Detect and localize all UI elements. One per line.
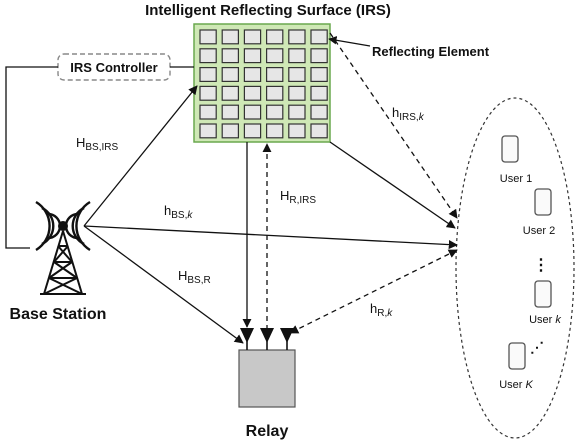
reflecting-element xyxy=(266,48,284,64)
user-K: User K xyxy=(499,342,533,391)
phone-icon xyxy=(534,188,552,216)
phone-icon xyxy=(508,342,526,370)
reflecting-element xyxy=(266,66,284,82)
link-bs-users xyxy=(83,225,458,250)
link-bs-irs xyxy=(83,85,198,227)
base-station-label: Base Station xyxy=(10,306,107,323)
reflecting-element xyxy=(243,123,262,139)
user-1: User 1 xyxy=(500,135,532,185)
reflecting-element xyxy=(199,104,217,120)
link-bs-relay xyxy=(83,225,244,344)
user-K-label: User K xyxy=(499,379,533,391)
reflecting-element xyxy=(266,104,284,120)
reflecting-element xyxy=(310,85,328,101)
reflecting-element-pointer xyxy=(328,36,371,47)
reflecting-element xyxy=(266,85,284,101)
reflecting-element xyxy=(221,104,239,120)
reflecting-element xyxy=(199,85,217,101)
relay-label: Relay xyxy=(246,423,289,440)
reflecting-element xyxy=(199,29,217,45)
reflecting-element xyxy=(310,104,328,120)
reflecting-element xyxy=(243,48,262,64)
users-ellipsis-vertical: ⋮ xyxy=(533,257,549,274)
relay-antenna-1 xyxy=(240,328,254,343)
label-h-r-irs: HR,IRS xyxy=(280,188,316,206)
user-2: User 2 xyxy=(523,188,555,237)
reflecting-element xyxy=(266,29,284,45)
reflecting-element xyxy=(288,104,306,120)
reflecting-element xyxy=(288,66,306,82)
phone-icon xyxy=(501,135,519,163)
irs-element-grid xyxy=(199,29,328,139)
relay-antenna-2 xyxy=(260,328,274,343)
reflecting-element xyxy=(243,104,262,120)
label-h-bs-k: hBS,k xyxy=(164,203,193,221)
relay-box xyxy=(238,349,296,408)
user-2-label: User 2 xyxy=(523,225,555,237)
reflecting-element xyxy=(310,123,328,139)
reflecting-element xyxy=(199,66,217,82)
reflecting-element xyxy=(199,48,217,64)
relay-node xyxy=(238,328,296,408)
reflecting-element xyxy=(221,29,239,45)
label-h-bs-r: HBS,R xyxy=(178,268,211,286)
reflecting-element xyxy=(310,29,328,45)
reflecting-element xyxy=(243,85,262,101)
reflecting-element xyxy=(266,123,284,139)
irs-controller: IRS Controller xyxy=(57,53,171,81)
reflecting-element-label: Reflecting Element xyxy=(372,44,490,59)
link-irs-users-dashed xyxy=(329,32,458,219)
irs-title: Intelligent Reflecting Surface (IRS) xyxy=(145,2,391,19)
label-h-irs-k: hIRS,k xyxy=(392,105,425,123)
link-irs-users xyxy=(329,141,456,229)
relay-antenna-3 xyxy=(280,328,294,343)
reflecting-element xyxy=(243,29,262,45)
reflecting-element xyxy=(243,66,262,82)
irs-panel xyxy=(193,23,331,143)
phone-icon xyxy=(534,280,552,308)
reflecting-element xyxy=(288,29,306,45)
reflecting-element xyxy=(221,48,239,64)
controller-bs-link xyxy=(5,66,58,249)
irs-controller-label: IRS Controller xyxy=(70,60,157,75)
reflecting-element xyxy=(288,85,306,101)
label-h-bs-irs: HBS,IRS xyxy=(76,135,119,153)
user-k: User k xyxy=(529,280,561,326)
channel-links xyxy=(83,32,458,344)
reflecting-element xyxy=(199,123,217,139)
user-1-label: User 1 xyxy=(500,173,532,185)
users-ellipsis-diagonal: ⋰ xyxy=(530,339,544,355)
user-k-label: User k xyxy=(529,314,561,326)
label-h-r-k: hR,k xyxy=(370,301,393,319)
reflecting-element xyxy=(310,48,328,64)
reflecting-element xyxy=(221,85,239,101)
reflecting-element xyxy=(288,48,306,64)
reflecting-element xyxy=(288,123,306,139)
link-relay-users xyxy=(289,249,458,334)
reflecting-element xyxy=(221,123,239,139)
reflecting-element xyxy=(310,66,328,82)
base-station-tower xyxy=(35,200,91,295)
reflecting-element xyxy=(221,66,239,82)
